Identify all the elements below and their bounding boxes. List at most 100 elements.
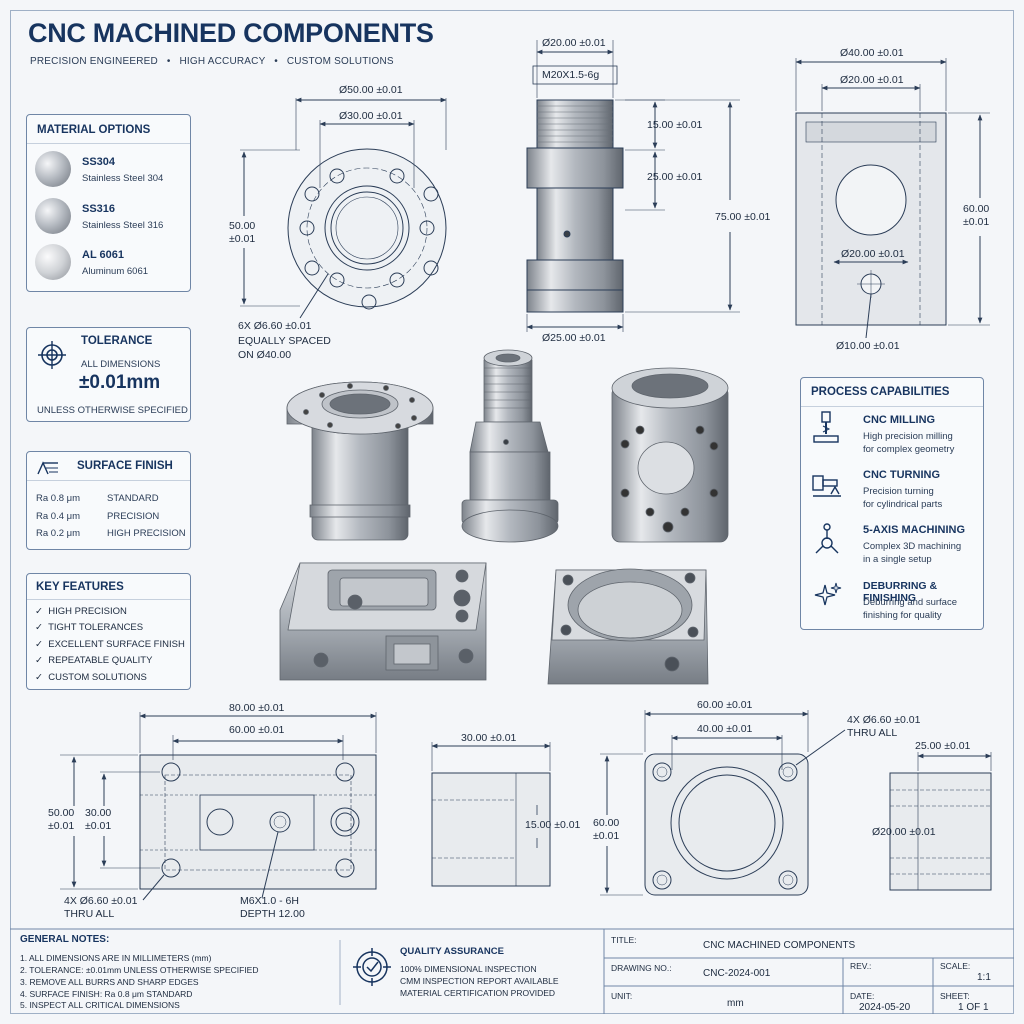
dim-label: 25.00 ±0.01 [647,171,703,183]
dim-label: 60.00 [593,817,620,829]
dim-label: Ø20.00 ±0.01 [840,74,904,86]
dim-label: Ø25.00 ±0.01 [542,332,606,344]
dim-label: 4X Ø6.60 ±0.01 [64,895,138,907]
page-title: CNC MACHINED COMPONENTS [28,18,434,48]
title-label: TITLE: [611,935,637,945]
flange-part [286,381,434,541]
ra-value: Ra 0.2 μm [36,528,81,539]
material-desc: Aluminum 6061 [82,266,149,277]
dim-label: Ø20.00 ±0.01 [841,248,905,260]
tolerance-panel: TOLERANCE ALL DIMENSIONS ±0.01mm UNLESS … [26,327,191,422]
feature-item: ✓ HIGH PRECISION [35,606,127,617]
process-desc: Precision turning [863,486,934,497]
surface-finish-icon [37,461,58,475]
check-icon: ✓ [35,672,43,683]
dim-label: 75.00 ±0.01 [715,211,771,223]
quality-heading: QUALITY ASSURANCE [400,946,504,957]
drawing-frame [10,10,1014,1014]
check-icon: ✓ [35,655,43,666]
block-drawing [795,58,990,339]
ra-value: Ra 0.4 μm [36,511,81,522]
five-axis-icon [815,523,839,554]
crosshair-icon [38,341,66,369]
dim-label: Ø20.00 ±0.01 [542,37,606,49]
square-side-drawing [889,752,992,891]
process-desc: Deburring and surface [863,597,957,608]
key-features-heading: KEY FEATURES [36,581,124,593]
divider [801,406,983,407]
quality-item: 100% DIMENSIONAL INSPECTION [400,964,537,974]
quality-icon [353,948,391,986]
shaft-part [461,349,559,543]
divider [27,480,190,481]
dim-label: Ø20.00 ±0.01 [872,826,936,838]
dim-label: Ø10.00 ±0.01 [836,340,900,352]
title-value: CNC MACHINED COMPONENTS [703,940,856,951]
plate-drawing [60,712,377,901]
tolerance-heading: TOLERANCE [81,335,153,347]
tolerance-value: ±0.01mm [79,372,161,393]
process-capabilities-panel: PROCESS CAPABILITIES CNC MILLING High pr… [800,377,984,630]
subtitle-item: CUSTOM SOLUTIONS [286,56,394,67]
dim-label: 80.00 ±0.01 [229,702,285,714]
block-part [611,367,729,543]
dim-label: 40.00 ±0.01 [697,723,753,735]
dim-label: 25.00 ±0.01 [915,740,971,752]
dim-label: 4X Ø6.60 ±0.01 [847,714,921,726]
feature-item: ✓ CUSTOM SOLUTIONS [35,672,147,683]
al6061-swatch [35,244,71,280]
scale-value: 1:1 [977,972,991,983]
ra-value: Ra 0.8 μm [36,493,81,504]
dim-label: M20X1.5-6g [542,69,600,81]
separator: • [274,56,278,67]
dim-label: DEPTH 12.00 [240,908,305,920]
milling-icon [813,411,839,443]
quality-item: CMM INSPECTION REPORT AVAILABLE [400,976,559,986]
sparkle-icon [814,582,842,606]
sheet-label: SHEET: [940,991,970,1001]
feature-item: ✓ TIGHT TOLERANCES [35,622,144,633]
divider [27,143,190,144]
check-icon: ✓ [35,639,43,650]
rev-label: REV.: [850,961,872,971]
material-options-heading: MATERIAL OPTIONS [37,124,151,136]
quality-item: MATERIAL CERTIFICATION PROVIDED [400,988,556,998]
date-value: 2024-05-20 [859,1002,911,1013]
note-item: 5. INSPECT ALL CRITICAL DIMENSIONS [20,1000,180,1010]
drawing-no-label: DRAWING NO.: [611,963,672,973]
ss304-swatch [35,151,71,187]
separator: • [166,56,171,67]
tolerance-line2: UNLESS OTHERWISE SPECIFIED [37,405,188,416]
square-drawing [600,710,846,896]
dim-label: ±0.01 [229,233,256,245]
note-item: 3. REMOVE ALL BURRS AND SHARP EDGES [20,977,199,987]
process-desc: for complex geometry [863,444,955,455]
feature-item: ✓ REPEATABLE QUALITY [35,655,153,666]
process-title: CNC MILLING [863,414,936,426]
dim-label: M6X1.0 - 6H [240,895,299,907]
feature-item: ✓ EXCELLENT SURFACE FINISH [35,639,185,650]
process-title: CNC TURNING [863,469,940,481]
dim-label: ±0.01 [85,820,112,832]
material-name: SS316 [82,203,116,215]
dim-label: Ø30.00 ±0.01 [339,110,403,122]
dim-label: ±0.01 [963,216,990,228]
unit-value: mm [727,998,744,1009]
dim-label: 60.00 [963,203,990,215]
dim-label: Ø50.00 ±0.01 [339,84,403,96]
material-desc: Stainless Steel 304 [82,173,164,184]
process-title: DEBURRING & FINISHING [863,580,938,604]
tolerance-line1: ALL DIMENSIONS [81,359,161,370]
plate-side-drawing [431,742,551,887]
process-desc: in a single setup [863,554,932,565]
material-desc: Stainless Steel 316 [82,220,164,231]
subtitle-item: PRECISION ENGINEERED [30,56,158,67]
dim-label: 50.00 [48,807,75,819]
title-block-lines [10,928,1014,1014]
dim-label: THRU ALL [64,908,115,920]
process-desc: Complex 3D machining [863,541,962,552]
date-label: DATE: [850,991,875,1001]
dim-label: 30.00 ±0.01 [461,732,517,744]
dim-label: ±0.01 [593,830,620,842]
